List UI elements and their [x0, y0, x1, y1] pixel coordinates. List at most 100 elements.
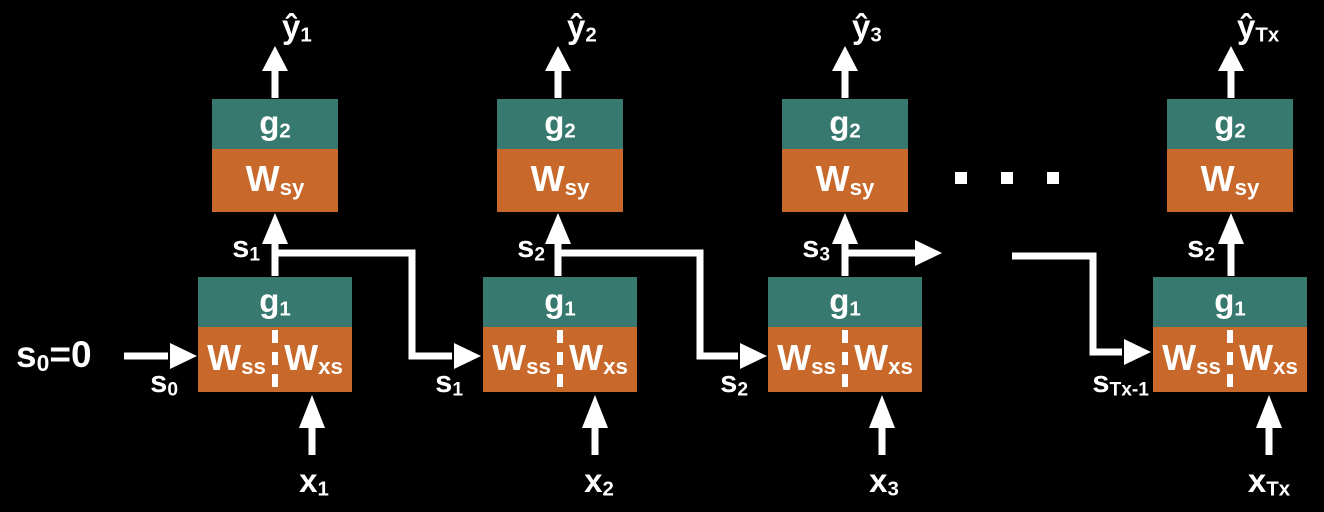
rnn-cell-3: ŷ3 g2 Wsy s3 g1 Wss Wxs s2 x3 — [720, 0, 922, 512]
recurrent-connector-2-3 — [559, 249, 738, 360]
wss-half: Wss — [483, 327, 560, 392]
output-block: g2 Wsy — [1167, 99, 1293, 212]
wxs-half: Wxs — [1230, 327, 1307, 392]
rnn-cell-Tx: ŷTx g2 Wsy s2 g1 Wss Wxs sTx-1 xTx — [1092, 0, 1307, 512]
wsy-box: Wsy — [497, 149, 623, 212]
dashed-divider — [842, 330, 848, 389]
input-label: x3 — [869, 462, 899, 501]
wsy-label: Wsy — [1200, 158, 1260, 201]
g1-box: g1 — [483, 277, 637, 327]
input-label: x1 — [299, 462, 329, 501]
recurrent-arrowhead-in-4 — [1124, 339, 1151, 365]
g1-box: g1 — [768, 277, 922, 327]
hidden-block: g1 Wss Wxs — [198, 277, 352, 392]
output-label: ŷ3 — [852, 8, 882, 47]
g1-label: g1 — [829, 281, 861, 321]
incoming-state-label: s1 — [435, 364, 463, 401]
g2-label: g2 — [259, 103, 291, 143]
wxs-label: Wxs — [284, 337, 343, 380]
g1-box: g1 — [1153, 277, 1307, 327]
weights-box: Wss Wxs — [198, 327, 352, 392]
ellipsis-dot — [955, 172, 967, 184]
recurrent-arrowhead-1-2 — [454, 343, 481, 369]
output-label: ŷ2 — [567, 8, 597, 47]
hidden-block: g1 Wss Wxs — [1153, 277, 1307, 392]
wxs-half: Wxs — [845, 327, 922, 392]
output-block: g2 Wsy — [212, 99, 338, 212]
state-arrowhead — [1218, 213, 1244, 244]
state-label: s2 — [517, 229, 545, 266]
wss-label: Wss — [207, 337, 266, 380]
output-arrowhead — [1218, 46, 1244, 71]
recurrent-arrowhead-3-out — [915, 240, 942, 266]
incoming-state-label: s2 — [720, 364, 748, 401]
state-arrowhead — [262, 213, 288, 244]
wss-half: Wss — [198, 327, 275, 392]
hidden-block: g1 Wss Wxs — [483, 277, 637, 392]
g2-label: g2 — [829, 103, 861, 143]
incoming-state-label: sTx-1 — [1092, 364, 1149, 401]
state-arrowhead — [832, 213, 858, 244]
wss-half: Wss — [768, 327, 845, 392]
recurrent-connector-1-2 — [276, 249, 452, 360]
output-label: ŷTx — [1237, 8, 1280, 47]
g2-box: g2 — [782, 99, 908, 149]
input-label: xTx — [1247, 462, 1291, 501]
wxs-label: Wxs — [569, 337, 628, 380]
wsy-box: Wsy — [212, 149, 338, 212]
wss-label: Wss — [492, 337, 551, 380]
ellipsis-dot — [1047, 172, 1059, 184]
recurrent-connector-in-4 — [1012, 252, 1122, 356]
wsy-box: Wsy — [1167, 149, 1293, 212]
wss-label: Wss — [1162, 337, 1221, 380]
rnn-cell-1: ŷ1 g2 Wsy s1 g1 Wss Wxs s0 x1 — [150, 0, 352, 512]
hidden-block: g1 Wss Wxs — [768, 277, 922, 392]
output-arrowhead — [545, 46, 571, 71]
wsy-label: Wsy — [815, 158, 875, 201]
g1-label: g1 — [1214, 281, 1246, 321]
g2-box: g2 — [212, 99, 338, 149]
wsy-label: Wsy — [530, 158, 590, 201]
input-arrowhead — [299, 395, 325, 428]
g2-box: g2 — [1167, 99, 1293, 149]
wss-label: Wss — [777, 337, 836, 380]
state-arrowhead — [545, 213, 571, 244]
g1-label: g1 — [544, 281, 576, 321]
ellipsis-dot — [1001, 172, 1013, 184]
wxs-half: Wxs — [275, 327, 352, 392]
output-arrowhead — [832, 46, 858, 71]
weights-box: Wss Wxs — [483, 327, 637, 392]
g1-label: g1 — [259, 281, 291, 321]
wsy-box: Wsy — [782, 149, 908, 212]
incoming-state-label: s0 — [150, 364, 178, 401]
wss-half: Wss — [1153, 327, 1230, 392]
wxs-label: Wxs — [854, 337, 913, 380]
initial-state-arrowhead — [170, 343, 197, 369]
output-label: ŷ1 — [282, 8, 312, 47]
state-label: s1 — [232, 229, 260, 266]
input-label: x2 — [584, 462, 614, 501]
wxs-label: Wxs — [1239, 337, 1298, 380]
dashed-divider — [557, 330, 563, 389]
output-block: g2 Wsy — [782, 99, 908, 212]
input-arrowhead — [869, 395, 895, 428]
g2-label: g2 — [1214, 103, 1246, 143]
dashed-divider — [272, 330, 278, 389]
g2-label: g2 — [544, 103, 576, 143]
weights-box: Wss Wxs — [1153, 327, 1307, 392]
output-arrowhead — [262, 46, 288, 71]
input-arrowhead — [1256, 395, 1282, 428]
output-block: g2 Wsy — [497, 99, 623, 212]
state-label: s3 — [802, 229, 830, 266]
g1-box: g1 — [198, 277, 352, 327]
initial-state-label: s0=0 — [16, 334, 92, 377]
state-label: s2 — [1187, 229, 1215, 266]
recurrent-arrowhead-2-3 — [740, 343, 767, 369]
wsy-label: Wsy — [245, 158, 305, 201]
input-arrowhead — [582, 395, 608, 428]
weights-box: Wss Wxs — [768, 327, 922, 392]
dashed-divider — [1227, 330, 1233, 389]
g2-box: g2 — [497, 99, 623, 149]
